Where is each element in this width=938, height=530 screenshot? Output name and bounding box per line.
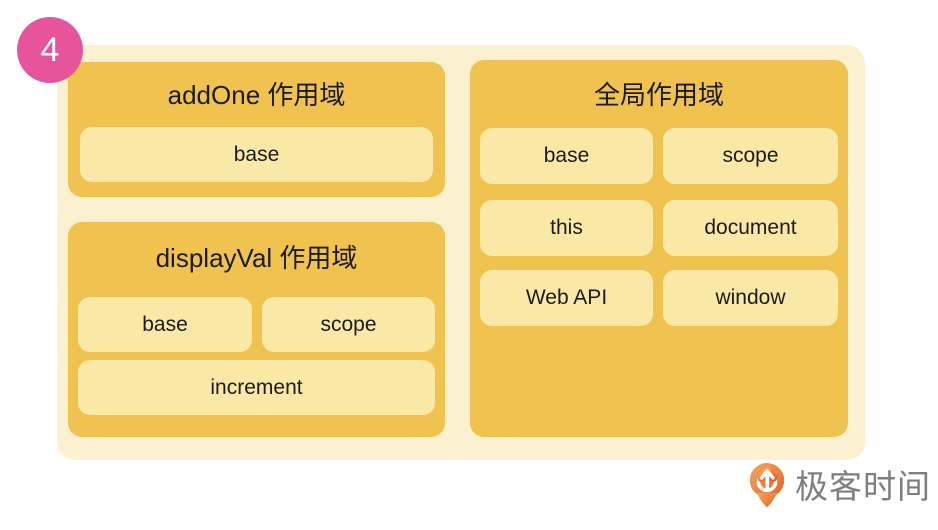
geektime-pin-icon [749, 463, 785, 508]
scope-box-addone: addOne 作用域 base [68, 62, 445, 197]
variable-box-global-document: document [663, 200, 838, 256]
scope-title-global: 全局作用域 [593, 80, 724, 110]
variable-box-global-this: this [480, 200, 653, 256]
scope-title-addone: addOne 作用域 [167, 80, 346, 110]
variable-box-global-window: window [663, 270, 838, 326]
scope-title-displayval: displayVal 作用域 [155, 243, 358, 273]
variable-box-global-base: base [480, 128, 653, 184]
step-number-badge: 4 [17, 17, 83, 83]
scope-box-displayval: displayVal 作用域 base scope increment [68, 222, 445, 437]
variable-box-displayval-scope: scope [262, 297, 435, 352]
variable-box-displayval-increment: increment [78, 360, 435, 415]
scopes-panel: addOne 作用域 base displayVal 作用域 base scop… [57, 45, 865, 460]
variable-box-displayval-base: base [78, 297, 252, 352]
brand-name: 极客时间 [795, 467, 931, 505]
variable-box-global-scope: scope [663, 128, 838, 184]
variable-box-addone-base: base [80, 127, 433, 182]
variable-box-global-webapi: Web API [480, 270, 653, 326]
brand-footer: 极客时间 [748, 462, 931, 510]
scope-box-global: 全局作用域 base scope this document Web API w… [470, 60, 848, 437]
